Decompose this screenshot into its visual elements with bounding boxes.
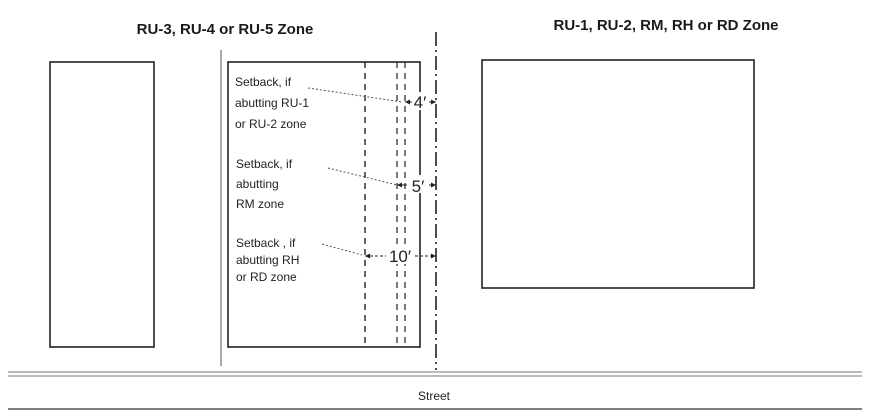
left-building (49, 61, 155, 348)
setback-2-line-1: Setback, if (236, 157, 293, 171)
dim-arrow-right-1 (431, 99, 436, 105)
leader-line-3 (321, 243, 363, 256)
dimension-5ft: 5′ (412, 177, 425, 196)
setback-3-line-2: abutting RH (236, 253, 299, 267)
dim-bg-1 (412, 92, 429, 110)
setback-3-line-3: or RD zone (236, 270, 297, 284)
setback-label-rm: Setback, if abutting RM zone (236, 157, 293, 211)
right-building (481, 59, 755, 289)
setback-1-line-2: abutting RU-1 (235, 96, 309, 110)
setback-label-ru1-ru2: Setback, if abutting RU-1 or RU-2 zone (235, 75, 309, 131)
dim-bg-2 (407, 175, 429, 193)
setback-1-line-3: or RU-2 zone (235, 117, 307, 131)
leader-line-2 (327, 167, 398, 186)
dim-arrow-left-1 (405, 99, 410, 105)
setback-2-line-3: RM zone (236, 197, 284, 211)
dim-arrow-left-3 (365, 253, 370, 259)
setback-2-line-2: abutting (236, 177, 279, 191)
dim-bg-3 (386, 246, 414, 264)
subject-building (227, 61, 421, 348)
dim-arrow-left-2 (397, 182, 402, 188)
setback-3-line-1: Setback , if (236, 236, 296, 250)
setback-1-line-1: Setback, if (235, 75, 292, 89)
setback-label-rh-rd: Setback , if abutting RH or RD zone (236, 236, 299, 284)
leader-line-1 (307, 87, 403, 103)
dimension-4ft: 4′ (414, 93, 427, 112)
street-label: Street (418, 389, 451, 403)
left-zone-title: RU-3, RU-4 or RU-5 Zone (137, 21, 314, 38)
dim-arrow-right-2 (431, 182, 436, 188)
dimension-10ft: 10′ (389, 247, 411, 266)
right-zone-title: RU-1, RU-2, RM, RH or RD Zone (554, 17, 779, 34)
dim-arrow-right-3 (431, 253, 436, 259)
